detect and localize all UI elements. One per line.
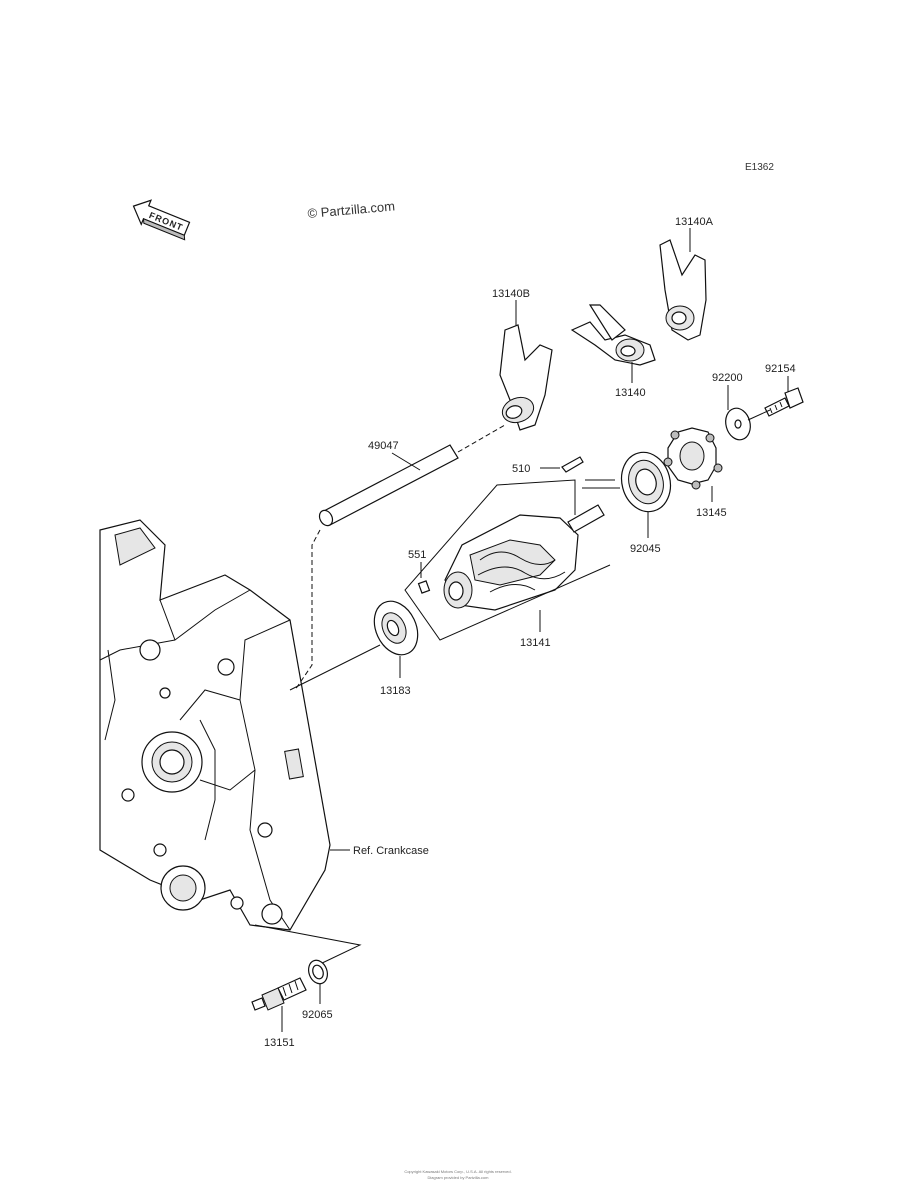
washer-92200 <box>725 407 751 441</box>
label-13183: 13183 <box>380 685 411 697</box>
leader-49047 <box>391 452 421 471</box>
washer-92065 <box>307 959 329 985</box>
guide-rod-crankcase <box>294 529 321 691</box>
label-13140: 13140 <box>615 387 646 399</box>
footer-copyright: Copyright Kawasaki Motors Corp., U.S.A. … <box>404 1169 511 1174</box>
guide-washer-bolt <box>747 409 771 421</box>
label-13141: 13141 <box>520 637 551 649</box>
shift-fork-13140a <box>659 239 707 341</box>
crankcase <box>99 519 331 931</box>
label-49047: 49047 <box>368 440 399 452</box>
drum-plate-13145 <box>663 427 723 490</box>
diagram-code: E1362 <box>745 162 774 173</box>
bearing-92045 <box>620 451 672 513</box>
label-ref-crankcase: Ref. Crankcase <box>353 845 429 857</box>
bolt-92154 <box>764 387 804 417</box>
pin-510 <box>561 456 584 473</box>
shift-fork-13140b <box>499 324 553 431</box>
shift-drum-13141 <box>443 504 605 611</box>
front-arrow-icon: FRONT <box>132 199 191 241</box>
label-92154: 92154 <box>765 363 796 375</box>
watermark: © Partzilla.com <box>307 198 396 221</box>
label-92200: 92200 <box>712 372 743 384</box>
label-92065: 92065 <box>302 1009 333 1021</box>
guide-crankcase-13183 <box>289 644 381 691</box>
label-510: 510 <box>512 463 530 475</box>
label-13151: 13151 <box>264 1037 295 1049</box>
label-13140b: 13140B <box>492 288 530 300</box>
label-551: 551 <box>408 549 426 561</box>
neutral-switch-13151 <box>251 977 307 1011</box>
pin-551 <box>417 580 431 594</box>
label-13140a: 13140A <box>675 216 714 228</box>
washer-13183 <box>373 600 419 656</box>
bracket-13141 <box>404 479 611 641</box>
shift-fork-13140 <box>570 304 656 366</box>
label-13145: 13145 <box>696 507 727 519</box>
shift-rod-49047 <box>318 444 459 527</box>
label-92045: 92045 <box>630 543 661 555</box>
guide-rod-fork <box>457 424 506 453</box>
footer-credit: Diagram provided by Partzilla.com <box>428 1175 490 1180</box>
guide-crankcase-switch <box>254 924 362 966</box>
